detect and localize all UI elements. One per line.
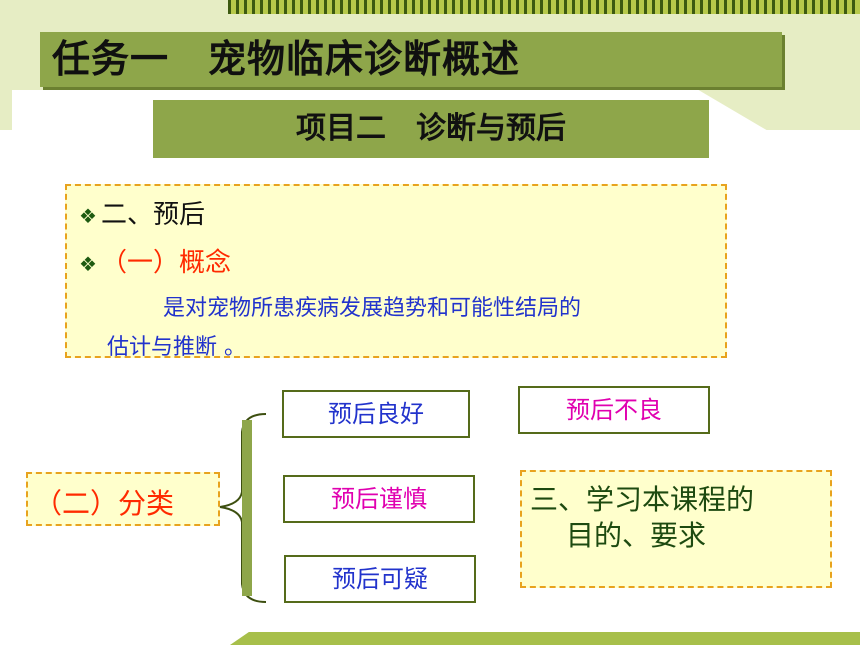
brace-icon [219,413,267,603]
top-stripe-decoration [228,0,860,14]
section-heading-line: ❖二、预后 [79,194,205,231]
right-decoration [690,85,860,130]
classification-item-poor: 预后不良 [518,386,710,434]
concept-text-line2: 估计与推断 。 [107,335,246,360]
title-bar [40,32,782,87]
concept-box: ❖二、预后 ❖（一）概念 是对宠物所患疾病发展趋势和可能性结局的 估计与推断 。 [65,184,727,360]
bottom-stripe-decoration [230,632,860,645]
subtitle-bar [153,100,709,158]
classification-label-box: （二）分类 [26,472,220,526]
classification-item-doubtful: 预后可疑 [284,555,476,603]
classification-label: （二）分类 [34,487,175,520]
concept-label: （一）概念 [100,248,231,278]
concept-label-line: ❖（一）概念 [79,242,231,279]
section3-line2: 目的、要求 [566,519,707,552]
section3-line1: 三、学习本课程的 [530,483,755,516]
section-heading: 二、预后 [100,200,205,230]
slide-subtitle: 项目二 诊断与预后 [296,111,566,146]
left-decoration [0,0,12,130]
diamond-bullet-icon: ❖ [79,252,97,276]
classification-item-good: 预后良好 [282,390,470,438]
diamond-bullet-icon: ❖ [79,204,97,228]
section3-box: 三、学习本课程的 目的、要求 [520,470,832,588]
slide-title: 任务一 宠物临床诊断概述 [52,37,521,81]
classification-item-guarded: 预后谨慎 [283,475,475,523]
concept-text-line1: 是对宠物所患疾病发展趋势和可能性结局的 [163,296,582,321]
